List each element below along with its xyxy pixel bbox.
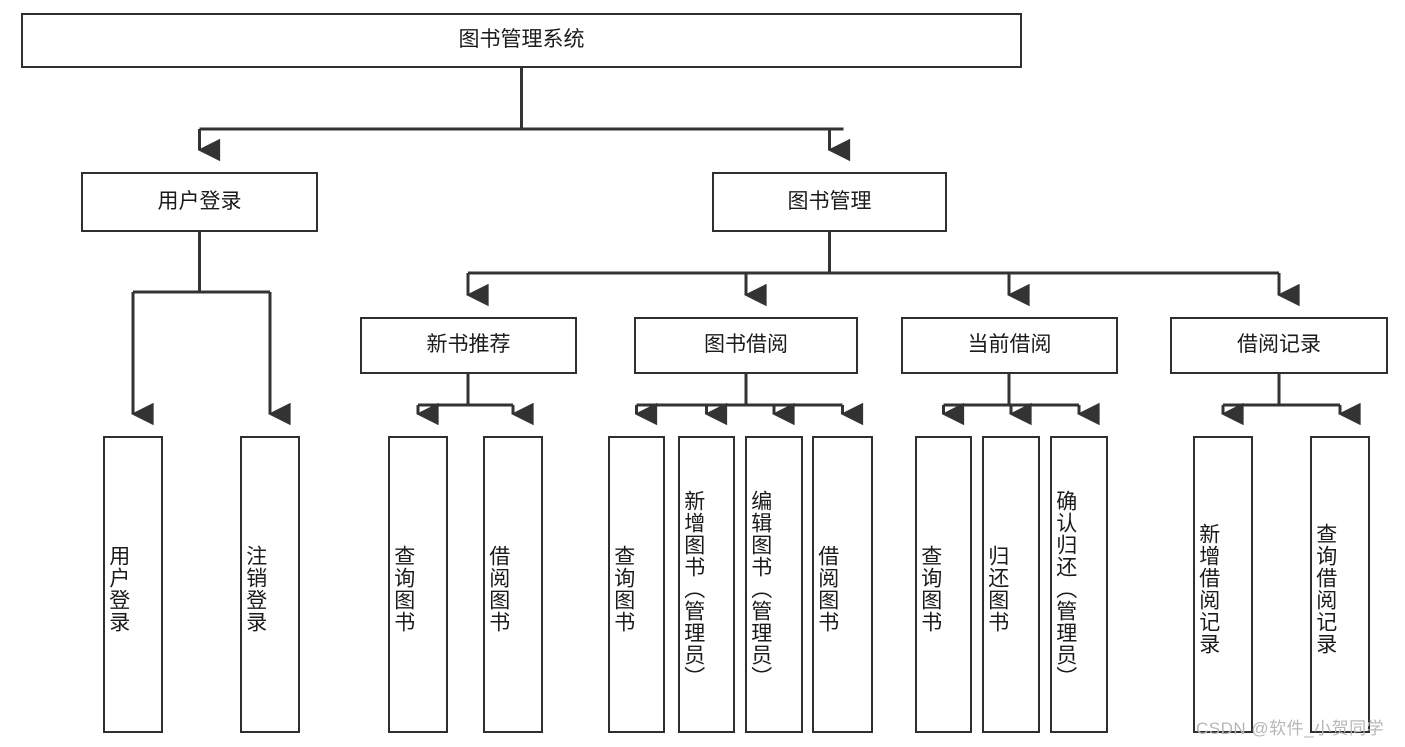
- node-book-borrow[interactable]: 图书借阅: [634, 317, 858, 374]
- node-new-book-rec-label: 新书推荐: [426, 333, 511, 357]
- node-leaf-borrow-book-1[interactable]: 借阅图书: [483, 436, 543, 733]
- node-leaf-borrow-book-2[interactable]: 借阅图书: [812, 436, 873, 733]
- node-leaf-query-borrow-record-label: 查询借阅记录: [1313, 522, 1337, 655]
- node-leaf-user-login-label: 用户登录: [106, 544, 130, 633]
- node-borrow-record[interactable]: 借阅记录: [1170, 317, 1388, 374]
- node-leaf-edit-book-admin[interactable]: 编辑图书（管理员）: [745, 436, 803, 733]
- node-root-label: 图书管理系统: [458, 28, 585, 52]
- node-leaf-query-book-3[interactable]: 查询图书: [915, 436, 972, 733]
- node-current-borrow[interactable]: 当前借阅: [901, 317, 1118, 374]
- node-leaf-add-borrow-record[interactable]: 新增借阅记录: [1193, 436, 1253, 733]
- node-leaf-add-book-admin-label: 新增图书（管理员）: [681, 489, 705, 688]
- node-leaf-query-book-2[interactable]: 查询图书: [608, 436, 665, 733]
- node-leaf-confirm-return-admin-label: 确认归还（管理员）: [1053, 489, 1077, 688]
- node-current-borrow-label: 当前借阅: [967, 333, 1052, 357]
- node-book-manage[interactable]: 图书管理: [712, 172, 947, 232]
- node-leaf-confirm-return-admin[interactable]: 确认归还（管理员）: [1050, 436, 1108, 733]
- node-leaf-borrow-book-1-label: 借阅图书: [486, 544, 510, 633]
- node-leaf-query-book-3-label: 查询图书: [918, 544, 942, 633]
- node-leaf-logout[interactable]: 注销登录: [240, 436, 300, 733]
- node-leaf-add-book-admin[interactable]: 新增图书（管理员）: [678, 436, 735, 733]
- node-leaf-add-borrow-record-label: 新增借阅记录: [1196, 522, 1220, 655]
- node-root[interactable]: 图书管理系统: [21, 13, 1022, 68]
- node-leaf-logout-label: 注销登录: [243, 544, 267, 633]
- node-leaf-user-login[interactable]: 用户登录: [103, 436, 163, 733]
- node-borrow-record-label: 借阅记录: [1237, 333, 1321, 357]
- node-user-login-label: 用户登录: [157, 189, 242, 213]
- node-book-manage-label: 图书管理: [787, 189, 872, 213]
- watermark: CSDN @软件_小贺同学: [1196, 719, 1385, 738]
- node-leaf-edit-book-admin-label: 编辑图书（管理员）: [748, 489, 772, 688]
- node-leaf-query-book-1-label: 查询图书: [391, 544, 415, 633]
- node-leaf-return-book[interactable]: 归还图书: [982, 436, 1040, 733]
- node-user-login[interactable]: 用户登录: [81, 172, 318, 232]
- node-new-book-rec[interactable]: 新书推荐: [360, 317, 577, 374]
- node-book-borrow-label: 图书借阅: [704, 333, 788, 357]
- node-leaf-query-book-2-label: 查询图书: [611, 544, 635, 633]
- node-leaf-query-borrow-record[interactable]: 查询借阅记录: [1310, 436, 1370, 733]
- node-leaf-return-book-label: 归还图书: [985, 544, 1009, 633]
- node-leaf-query-book-1[interactable]: 查询图书: [388, 436, 448, 733]
- node-leaf-borrow-book-2-label: 借阅图书: [815, 544, 839, 633]
